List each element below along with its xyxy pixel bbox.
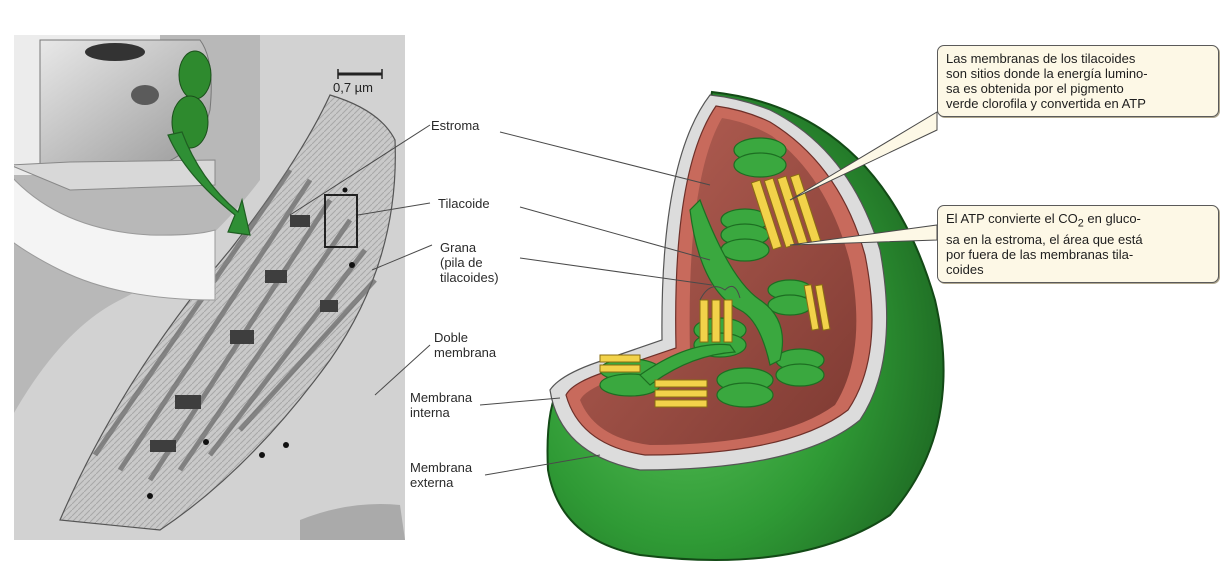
scale-bar-label: 0,7 µm bbox=[333, 80, 373, 95]
label-doble-membrana: Doble membrana bbox=[434, 330, 496, 360]
note-atp-conversion: El ATP convierte el CO2 en gluco- sa en … bbox=[937, 205, 1219, 283]
label-grana: Grana (pila de tilacoides) bbox=[440, 240, 499, 285]
note-thylakoid-membranes: Las membranas de los tilacoides son siti… bbox=[937, 45, 1219, 117]
note-atp-conversion-text: El ATP convierte el CO2 en gluco- sa en … bbox=[946, 211, 1210, 277]
label-estroma: Estroma bbox=[431, 118, 479, 133]
chloroplast-3d bbox=[548, 92, 944, 560]
note-atp-before: El ATP convierte el CO bbox=[946, 211, 1078, 226]
note-thylakoid-membranes-text: Las membranas de los tilacoides son siti… bbox=[946, 51, 1210, 111]
label-tilacoide: Tilacoide bbox=[438, 196, 490, 211]
label-membrana-interna: Membrana interna bbox=[410, 390, 472, 420]
label-membrana-externa: Membrana externa bbox=[410, 460, 472, 490]
